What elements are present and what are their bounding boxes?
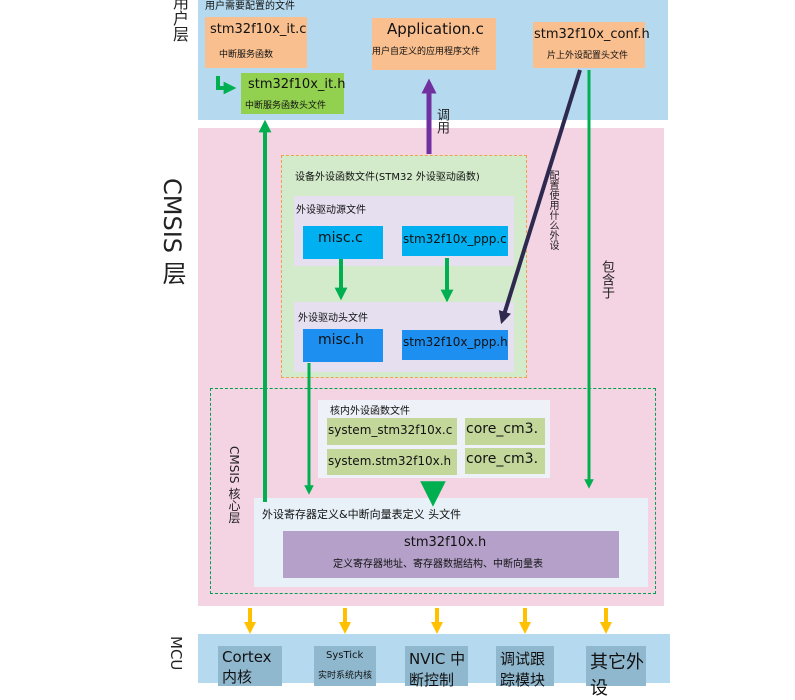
mcu-item-cortex[interactable]: Cortex 内核 — [218, 646, 282, 686]
include-label: 包含于 — [599, 260, 615, 303]
mcu-layer-label-text: MCU — [167, 636, 185, 671]
call-label: 调用 — [434, 108, 450, 138]
mcu-item-systick[interactable]: SysTick 实时系统内核 — [314, 646, 376, 686]
misc-h-name: misc.h — [318, 332, 364, 348]
mcu-item-systick-name: SysTick — [326, 650, 364, 661]
mcu-item-cortex-extra: 内核 — [222, 668, 253, 686]
ppp-h-name: stm32f10x_ppp.h — [403, 335, 508, 349]
mcu-layer-label: MCU — [164, 636, 188, 674]
mcu-item-debug-name: 调试跟 — [500, 650, 546, 668]
misc-h-file[interactable]: misc.h — [303, 329, 383, 362]
stm32f10x-h-file[interactable]: stm32f10x.h 定义寄存器地址、寄存器数据结构、中断向量表 — [283, 531, 619, 578]
cmsis-core-label-text: CMSIS 核心层 — [227, 446, 241, 524]
it-h-desc: 中断服务函数头文件 — [245, 101, 327, 111]
stm32f10x-h-desc: 定义寄存器地址、寄存器数据结构、中断向量表 — [333, 559, 543, 570]
arrow-conf-to-ppp-h — [498, 69, 582, 325]
arrow-it-c-to-it-h — [216, 76, 237, 95]
driver-group-title: 设备外设函数文件(STM32 外设驱动函数) — [295, 172, 480, 183]
it-c-file[interactable]: stm32f10x_it.c 中断服务函数 — [205, 17, 307, 68]
conf-h-desc: 片上外设配置头文件 — [547, 51, 629, 61]
system-h-name: system.stm32f10x.h — [328, 454, 452, 468]
misc-c-file[interactable]: misc.c — [303, 226, 383, 259]
it-h-name: stm32f10x_it.h — [248, 77, 346, 92]
user-layer-label: 用户层 — [166, 0, 192, 46]
user-config-note: 用户需要配置的文件 — [205, 1, 295, 12]
core-h-file[interactable]: core_cm3. — [465, 448, 545, 474]
application-name: Application.c — [387, 20, 484, 38]
cmsis-layer-label-text: CMSIS 层 — [158, 178, 186, 285]
system-c-name: system_stm32f10x.c — [328, 423, 453, 437]
mcu-item-nvic-name: NVIC 中 — [409, 650, 466, 668]
driver-header-title: 外设驱动头文件 — [298, 313, 368, 324]
mcu-item-systick-extra: 实时系统内核 — [318, 671, 373, 681]
it-h-file[interactable]: stm32f10x_it.h 中断服务函数头文件 — [241, 73, 346, 114]
it-c-desc: 中断服务函数 — [219, 50, 274, 60]
mcu-item-nvic[interactable]: NVIC 中 断控制 — [405, 646, 468, 689]
it-c-name: stm32f10x_it.c — [210, 22, 307, 37]
call-label-text: 调用 — [434, 108, 449, 134]
core-h-name: core_cm3. — [466, 451, 539, 467]
system-h-file[interactable]: system.stm32f10x.h — [327, 449, 457, 475]
stm32f10x-h-name: stm32f10x.h — [404, 535, 487, 550]
cmsis-layer-label: CMSIS 层 — [158, 178, 186, 291]
core-c-name: core_cm3. — [466, 421, 539, 437]
application-file[interactable]: Application.c 用户自定义的应用程序文件 — [372, 18, 496, 70]
ppp-c-name: stm32f10x_ppp.c — [403, 232, 507, 246]
mcu-item-other-name: 其它外 — [590, 652, 644, 673]
conf-h-file[interactable]: stm32f10x_conf.h 片上外设配置头文件 — [533, 22, 650, 68]
user-layer-label-text: 用户层 — [170, 0, 189, 42]
cmsis-core-group — [210, 388, 656, 594]
include-label-text: 包含于 — [599, 260, 614, 299]
config-label-text: 配置使用什么外设 — [547, 170, 558, 250]
misc-c-name: misc.c — [318, 230, 363, 246]
ppp-h-file[interactable]: stm32f10x_ppp.h — [402, 330, 508, 360]
cmsis-core-label: CMSIS 核心层 — [227, 446, 245, 526]
register-def-title: 外设寄存器定义&中断向量表定义 头文件 — [262, 508, 462, 521]
arrows-overlay — [216, 69, 612, 634]
driver-source-title: 外设驱动源文件 — [296, 205, 366, 216]
conf-h-name: stm32f10x_conf.h — [534, 27, 650, 42]
core-c-file[interactable]: core_cm3. — [465, 418, 545, 445]
system-c-file[interactable]: system_stm32f10x.c — [327, 418, 457, 445]
mcu-item-cortex-name: Cortex — [222, 648, 272, 666]
config-label: 配置使用什么外设 — [546, 170, 560, 254]
ppp-c-file[interactable]: stm32f10x_ppp.c — [402, 226, 508, 256]
application-desc: 用户自定义的应用程序文件 — [372, 47, 481, 57]
core-peripheral-title: 核内外设函数文件 — [330, 406, 410, 417]
